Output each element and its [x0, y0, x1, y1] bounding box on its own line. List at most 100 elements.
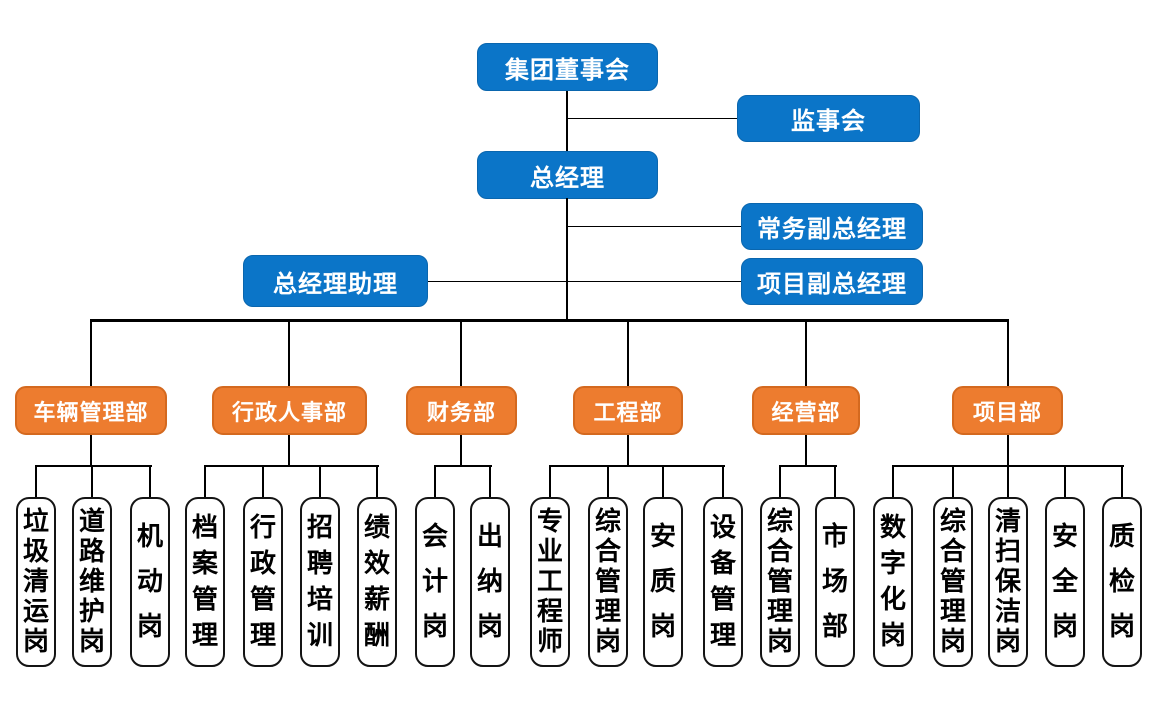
position-char: 岗 — [421, 612, 448, 641]
org-node-position: 会计岗 — [415, 497, 455, 667]
position-char: 管 — [594, 567, 621, 596]
org-node-position: 行政管理 — [243, 497, 283, 667]
position-char: 专 — [536, 507, 563, 536]
connector-line — [566, 198, 568, 258]
org-node-position: 道路维护岗 — [72, 497, 112, 667]
org-node-label: 常务副总经理 — [757, 216, 907, 243]
org-node-position: 质检岗 — [1102, 497, 1142, 667]
position-char: 师 — [536, 627, 563, 656]
position-char: 岗 — [1051, 612, 1078, 641]
connector-line — [805, 320, 807, 386]
connector-line — [952, 465, 954, 497]
org-node-position: 安质岗 — [643, 497, 683, 667]
position-char: 管 — [709, 585, 736, 614]
org-node-label: 财务部 — [426, 399, 496, 425]
position-char: 管 — [939, 567, 966, 596]
position-char: 综 — [939, 507, 966, 536]
org-node-position: 招聘培训 — [300, 497, 340, 667]
position-char: 备 — [709, 549, 736, 578]
org-node-label: 车辆管理部 — [33, 399, 149, 425]
org-node-position: 市场部 — [815, 497, 855, 667]
org-node-position: 机动岗 — [130, 497, 170, 667]
position-char: 出 — [476, 522, 503, 551]
org-node-department: 行政人事部 — [212, 386, 367, 435]
org-node-board: 集团董事会 — [477, 43, 658, 91]
connector-line — [607, 465, 609, 497]
position-char: 绩 — [363, 513, 390, 542]
org-node-position: 设备管理 — [703, 497, 743, 667]
position-char: 字 — [879, 549, 906, 578]
connector-line — [892, 465, 894, 497]
position-char: 酬 — [363, 621, 390, 650]
org-node-department: 车辆管理部 — [15, 386, 167, 435]
connector-line — [204, 465, 206, 497]
position-char: 清 — [22, 567, 49, 596]
connector-line — [805, 435, 807, 466]
org-node-position: 绩效薪酬 — [357, 497, 397, 667]
position-char: 理 — [249, 621, 276, 650]
position-char: 路 — [78, 537, 105, 566]
position-char: 业 — [536, 537, 563, 566]
position-char: 合 — [939, 537, 966, 566]
position-char: 理 — [939, 597, 966, 626]
position-char: 质 — [1108, 522, 1135, 551]
connector-line — [1064, 465, 1066, 497]
connector-line — [434, 465, 436, 497]
org-node-position: 出纳岗 — [470, 497, 510, 667]
position-char: 垃 — [22, 507, 49, 536]
position-char: 岗 — [766, 627, 793, 656]
org-node-position: 垃圾清运岗 — [16, 497, 56, 667]
position-char: 岗 — [78, 627, 105, 656]
position-char: 行 — [249, 513, 276, 542]
position-char: 安 — [649, 522, 676, 551]
org-node-label: 经营部 — [771, 399, 841, 425]
position-char: 岗 — [994, 627, 1021, 656]
position-char: 档 — [191, 513, 218, 542]
position-char: 数 — [879, 513, 906, 542]
position-char: 设 — [709, 513, 736, 542]
org-node-supervisory: 监事会 — [737, 95, 920, 142]
org-node-label: 总经理助理 — [273, 270, 398, 298]
position-char: 部 — [821, 612, 848, 641]
position-char: 管 — [191, 585, 218, 614]
position-char: 薪 — [363, 585, 390, 614]
connector-line — [428, 280, 741, 283]
position-char: 训 — [306, 621, 333, 650]
connector-line — [435, 465, 492, 467]
position-char: 岗 — [594, 627, 621, 656]
org-node-label: 项目副总经理 — [757, 271, 907, 298]
position-char: 质 — [649, 567, 676, 596]
position-char: 洁 — [994, 597, 1021, 626]
connector-line — [262, 465, 264, 497]
connector-line — [489, 465, 491, 497]
org-node-department: 财务部 — [406, 386, 517, 435]
connector-line — [90, 319, 1009, 322]
position-char: 维 — [78, 567, 105, 596]
connector-line — [288, 435, 290, 466]
position-char: 动 — [136, 567, 163, 596]
position-char: 综 — [594, 507, 621, 536]
position-char: 管 — [766, 567, 793, 596]
connector-line — [288, 320, 290, 386]
connector-line — [662, 465, 664, 497]
org-node-label: 行政人事部 — [231, 399, 347, 425]
org-node-position: 专业工程师 — [530, 497, 570, 667]
org-node-department: 工程部 — [573, 386, 683, 435]
position-char: 护 — [78, 597, 105, 626]
connector-line — [319, 465, 321, 497]
position-char: 岗 — [136, 612, 163, 641]
connector-line — [780, 465, 837, 467]
position-char: 岗 — [879, 621, 906, 650]
org-node-position: 档案管理 — [185, 497, 225, 667]
org-node-position: 综合管理岗 — [588, 497, 628, 667]
connector-line — [722, 465, 724, 497]
org-node-position: 综合管理岗 — [933, 497, 973, 667]
connector-line — [834, 465, 836, 497]
org-node-position: 清扫保洁岗 — [988, 497, 1028, 667]
position-char: 市 — [821, 522, 848, 551]
org-node-department: 经营部 — [752, 386, 860, 435]
connector-line — [90, 435, 92, 466]
connector-line — [1007, 465, 1009, 497]
connector-line — [566, 225, 742, 228]
position-char: 纳 — [476, 567, 503, 596]
